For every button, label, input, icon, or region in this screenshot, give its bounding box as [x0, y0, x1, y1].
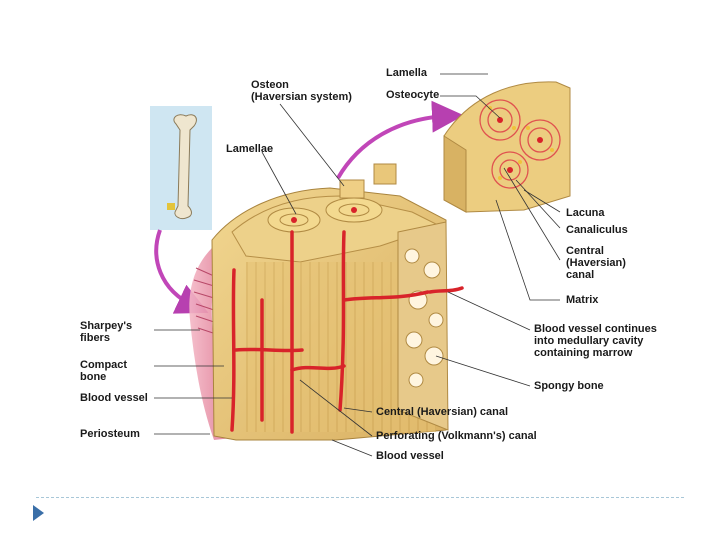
label-lamellae: Lamellae: [226, 143, 273, 155]
label-lamella: Lamella: [386, 67, 427, 79]
label-lacuna: Lacuna: [566, 207, 605, 219]
label-central-canal: Central (Haversian) canal: [566, 245, 626, 281]
label-osteocyte: Osteocyte: [386, 89, 439, 101]
label-blood-vessel-continues: Blood vessel continues into medullary ca…: [534, 323, 657, 359]
label-perforating-canal: Perforating (Volkmann's) canal: [376, 430, 537, 442]
slide-nav-arrow-icon[interactable]: [33, 505, 44, 521]
label-canaliculus: Canaliculus: [566, 224, 628, 236]
label-central-haversian-canal: Central (Haversian) canal: [376, 406, 508, 418]
label-matrix: Matrix: [566, 294, 598, 306]
label-sharpeys-fibers: Sharpey's fibers: [80, 320, 132, 344]
long-bone-inset: [150, 106, 212, 230]
label-blood-vessel-left: Blood vessel: [80, 392, 148, 404]
osteon-detail: [444, 82, 570, 212]
label-osteon: Osteon (Haversian system): [251, 79, 352, 103]
label-periosteum: Periosteum: [80, 428, 140, 440]
footer-divider: [36, 497, 684, 498]
label-blood-vessel-bottom: Blood vessel: [376, 450, 444, 462]
label-spongy-bone: Spongy bone: [534, 380, 604, 392]
label-compact-bone: Compact bone: [80, 359, 127, 383]
spongy-bone: [398, 222, 448, 430]
inset-arrow: [156, 230, 194, 306]
